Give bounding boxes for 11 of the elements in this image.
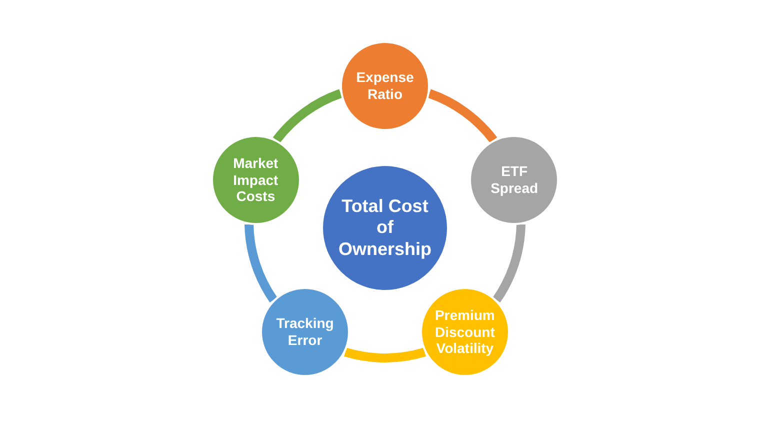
circle-label: Expense Ratio <box>355 69 415 103</box>
connector-arc <box>244 224 278 302</box>
connector-arc <box>273 89 342 143</box>
connector-arc <box>344 348 426 362</box>
circle-label: Market Impact Costs <box>232 154 280 206</box>
circle-label: Tracking Error <box>275 315 335 349</box>
connector-arc <box>428 89 497 143</box>
circle-label: Premium Discount Volatility <box>434 306 496 358</box>
circle-label: ETF Spread <box>490 163 540 197</box>
circle-label: Total Cost of Ownership <box>337 196 432 260</box>
connector-arc <box>492 224 526 302</box>
